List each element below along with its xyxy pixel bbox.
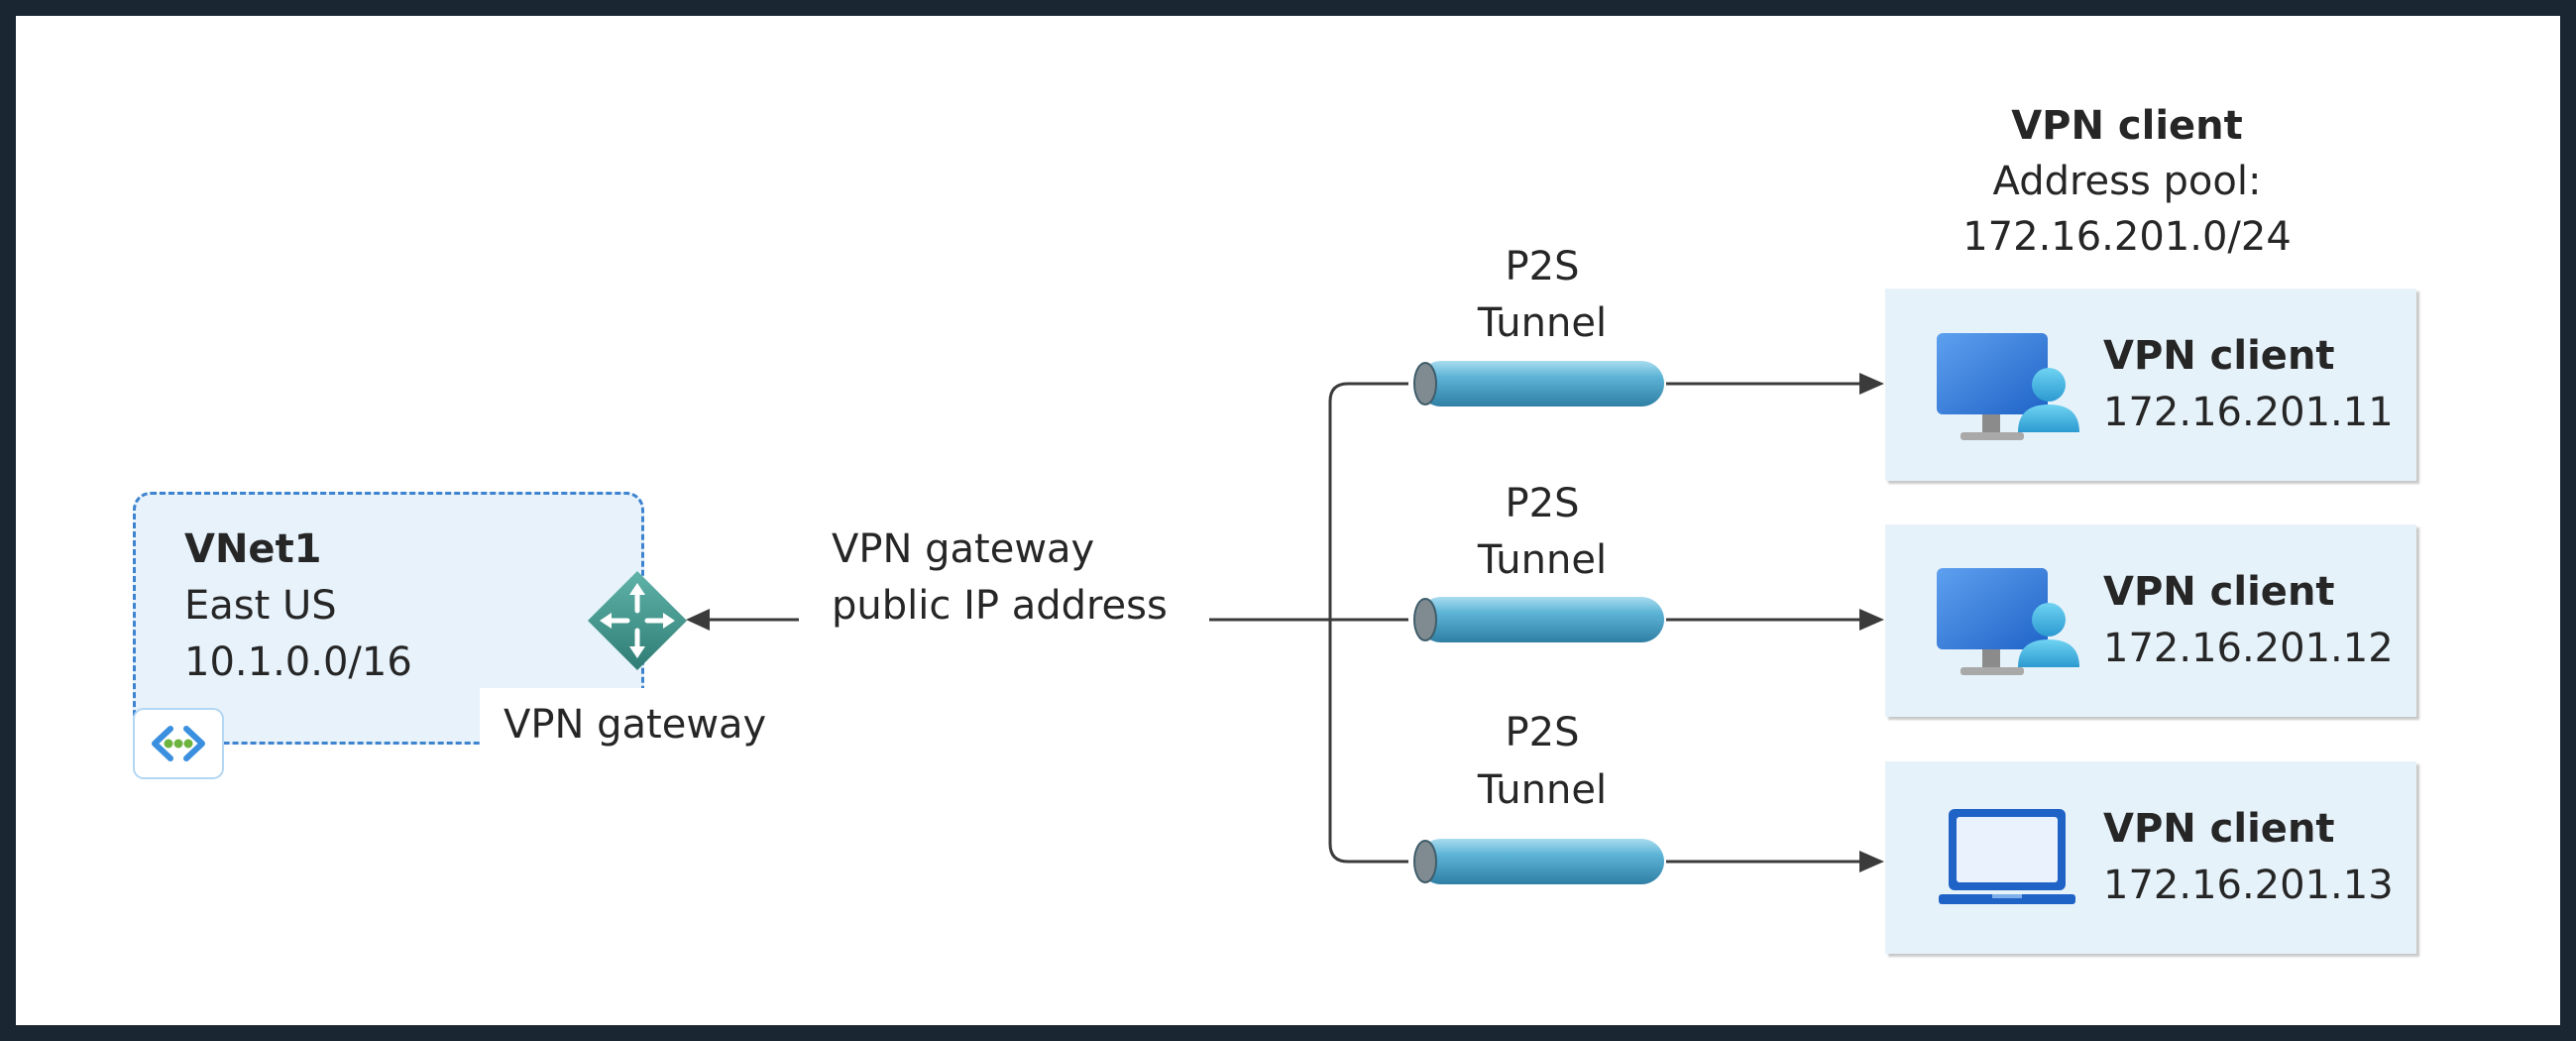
tunnel-2-label-line1: P2S bbox=[1505, 481, 1580, 526]
tunnel-2-label-line2: Tunnel bbox=[1477, 537, 1608, 583]
gateway-ip-line2: public IP address bbox=[832, 583, 1168, 629]
desktop-user-icon-1 bbox=[1937, 333, 2079, 440]
tunnel-pipe-3 bbox=[1413, 839, 1664, 884]
trunk-line bbox=[1328, 382, 1408, 864]
client-3-title: VPN client bbox=[2103, 806, 2335, 852]
tunnel-2-arrowhead bbox=[1859, 609, 1884, 631]
gateway-label: VPN gateway bbox=[504, 702, 767, 748]
diagram-graphics bbox=[133, 333, 2079, 904]
router-icon bbox=[588, 571, 687, 670]
laptop-icon bbox=[1939, 809, 2075, 904]
tunnel-1-arrowhead bbox=[1859, 373, 1884, 395]
tunnel-pipe-2 bbox=[1413, 597, 1664, 642]
pool-title: VPN client bbox=[2011, 103, 2243, 149]
vnet-region: East US bbox=[184, 583, 337, 629]
arrowheads bbox=[686, 373, 1884, 872]
pool-label: Address pool: bbox=[1992, 159, 2262, 204]
tunnel-3-label-line2: Tunnel bbox=[1477, 767, 1608, 813]
client-1-title: VPN client bbox=[2103, 333, 2335, 379]
tunnel-1-label-line1: P2S bbox=[1505, 244, 1580, 289]
client-3-ip: 172.16.201.13 bbox=[2103, 863, 2394, 908]
client-2-ip: 172.16.201.12 bbox=[2103, 626, 2394, 671]
diagram-canvas: VPN client Address pool: 172.16.201.0/24… bbox=[16, 16, 2560, 1025]
tunnel-pipe-1 bbox=[1413, 361, 1664, 406]
vnet-prefix: 10.1.0.0/16 bbox=[184, 639, 412, 685]
client-1-ip: 172.16.201.11 bbox=[2103, 390, 2394, 435]
tunnel-3-label-line1: P2S bbox=[1505, 710, 1580, 755]
tunnel-3-arrowhead bbox=[1859, 851, 1884, 872]
connector-lines bbox=[703, 382, 1864, 864]
virtual-network-icon bbox=[133, 708, 224, 779]
pool-range: 172.16.201.0/24 bbox=[1962, 214, 2292, 260]
client-2-title: VPN client bbox=[2103, 569, 2335, 615]
gateway-ip-line1: VPN gateway bbox=[832, 526, 1095, 572]
gateway-arrowhead bbox=[686, 609, 710, 631]
gateway-label-background bbox=[480, 688, 787, 748]
desktop-user-icon-2 bbox=[1937, 568, 2079, 675]
tunnel-1-label-line2: Tunnel bbox=[1477, 300, 1608, 346]
vnet-name: VNet1 bbox=[184, 526, 322, 572]
